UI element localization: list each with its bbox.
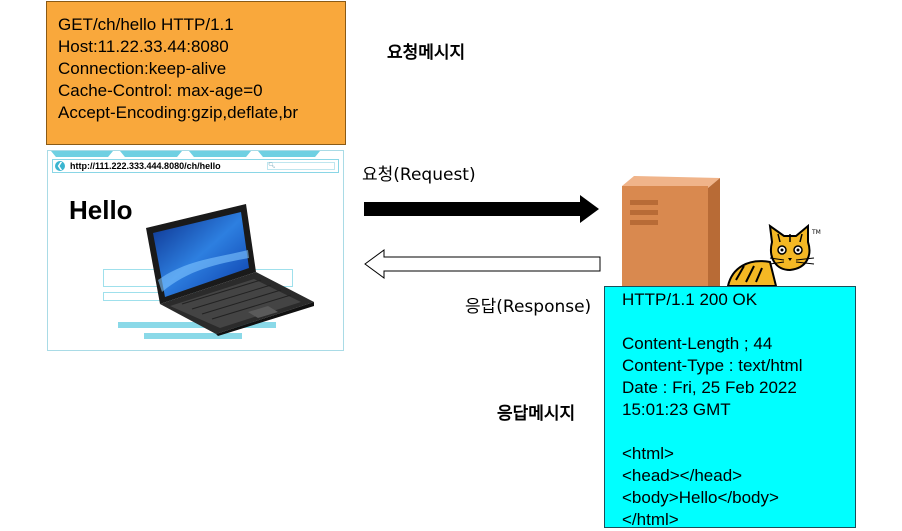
response-arrow xyxy=(364,249,601,279)
back-icon[interactable]: ❮ xyxy=(55,161,65,171)
request-message-box: GET/ch/hello HTTP/1.1 Host:11.22.33.44:8… xyxy=(46,1,346,145)
response-message-box: HTTP/1.1 200 OK Content-Length ; 44 Cont… xyxy=(604,286,856,529)
blank-line xyxy=(622,421,855,443)
body-html-open: <html> xyxy=(622,444,674,463)
address-bar[interactable]: ❮ http://111.222.333.444.8080/ch/hello 🔍… xyxy=(52,159,339,173)
blank-line xyxy=(622,311,855,333)
response-header-date-time: 15:01:23 GMT xyxy=(622,400,731,419)
browser-tab xyxy=(51,151,113,157)
request-header-connection: Connection:keep-alive xyxy=(58,59,227,78)
svg-text:TM: TM xyxy=(811,229,821,236)
placeholder-bar xyxy=(118,322,276,328)
request-arrow-label: 요청(Request) xyxy=(362,165,476,185)
body-html-close: </html> xyxy=(622,510,679,529)
request-message-caption: 요청메시지 xyxy=(387,43,466,63)
url-field[interactable]: http://111.222.333.444.8080/ch/hello xyxy=(70,161,221,171)
body-body: <body>Hello</body> xyxy=(622,488,779,507)
response-header-date: Date : Fri, 25 Feb 2022 xyxy=(622,378,797,397)
browser-tab xyxy=(120,151,182,157)
body-head: <head></head> xyxy=(622,466,743,485)
server-icon xyxy=(622,176,720,290)
search-field[interactable]: 🔍︎ xyxy=(267,162,335,170)
request-arrow xyxy=(364,195,599,223)
response-arrow-label: 응답(Response) xyxy=(465,297,592,317)
page-heading: Hello xyxy=(69,195,133,225)
response-header-content-length: Content-Length ; 44 xyxy=(622,334,773,353)
browser-tab xyxy=(258,151,320,157)
request-header-cache-control: Cache-Control: max-age=0 xyxy=(58,81,263,100)
tomcat-icon: TM xyxy=(726,224,821,287)
browser-tab xyxy=(189,151,251,157)
laptop-icon xyxy=(146,204,314,336)
request-header-host: Host:11.22.33.44:8080 xyxy=(58,37,229,56)
response-header-content-type: Content-Type : text/html xyxy=(622,356,803,375)
browser-tabs xyxy=(48,151,343,159)
placeholder-bar xyxy=(144,333,242,339)
status-line: HTTP/1.1 200 OK xyxy=(622,290,758,309)
response-message-caption: 응답메시지 xyxy=(497,404,576,424)
request-line: GET/ch/hello HTTP/1.1 xyxy=(58,15,234,34)
request-header-accept-encoding: Accept-Encoding:gzip,deflate,br xyxy=(58,103,299,122)
